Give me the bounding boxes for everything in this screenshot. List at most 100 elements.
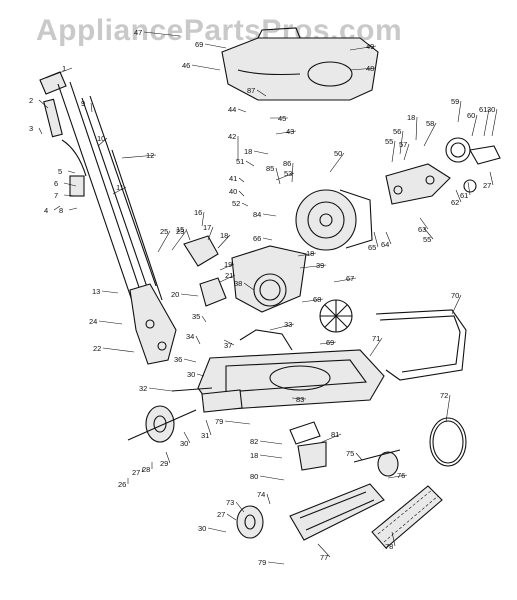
callout-c30d: 30 bbox=[198, 524, 206, 533]
callout-leader-c39 bbox=[299, 264, 327, 269]
callout-c69a: 69 bbox=[195, 40, 203, 49]
callout-c21: 21 bbox=[225, 271, 233, 280]
callout-c43: 43 bbox=[286, 127, 294, 136]
callout-leader-c79b bbox=[267, 561, 285, 565]
callout-leader-c70 bbox=[451, 294, 462, 315]
callout-leader-c3 bbox=[38, 127, 43, 135]
callout-leader-c50 bbox=[329, 152, 345, 173]
hood-cover bbox=[221, 27, 379, 101]
callout-leader-c69a bbox=[204, 43, 227, 49]
callout-c17: 17 bbox=[203, 223, 211, 232]
callout-leader-c9 bbox=[90, 102, 93, 113]
callout-c82: 82 bbox=[250, 437, 258, 446]
callout-c35: 35 bbox=[192, 312, 200, 321]
callout-leader-c85 bbox=[275, 167, 281, 185]
callout-c1: 1 bbox=[62, 64, 66, 73]
callout-c29: 29 bbox=[160, 459, 168, 468]
callout-c51: 51 bbox=[236, 157, 244, 166]
callout-c13: 13 bbox=[92, 287, 100, 296]
callout-leader-c73 bbox=[235, 501, 245, 513]
callout-leader-c60 bbox=[471, 114, 478, 137]
callout-c53: 53 bbox=[284, 169, 292, 178]
callout-leader-c32 bbox=[148, 387, 173, 392]
callout-leader-c30a bbox=[183, 431, 191, 444]
callout-leader-c44 bbox=[237, 108, 247, 113]
callout-c83: 83 bbox=[296, 395, 304, 404]
callout-c6: 6 bbox=[54, 179, 58, 188]
callout-c45: 45 bbox=[278, 114, 286, 123]
callout-leader-c62 bbox=[455, 189, 462, 203]
callout-leader-c11 bbox=[112, 186, 127, 195]
callout-c23: 23 bbox=[176, 227, 184, 236]
callout-leader-c78 bbox=[391, 531, 396, 547]
brush-pulley bbox=[353, 449, 401, 477]
callout-leader-c72 bbox=[445, 394, 451, 423]
callout-leader-c82 bbox=[259, 440, 283, 445]
handle-bracket bbox=[129, 283, 177, 365]
callout-c71: 71 bbox=[372, 334, 380, 343]
callout-c86: 86 bbox=[283, 159, 291, 168]
callout-leader-c77 bbox=[317, 543, 331, 558]
callout-leader-c52 bbox=[241, 202, 249, 207]
callout-c26: 26 bbox=[118, 480, 126, 489]
callout-leader-c86 bbox=[291, 162, 294, 183]
drive-belt bbox=[429, 417, 467, 467]
callout-c8: 8 bbox=[59, 206, 63, 215]
bumper bbox=[375, 309, 467, 381]
callout-c9: 9 bbox=[81, 99, 85, 108]
callout-leader-c18a bbox=[217, 234, 231, 249]
callout-leader-c49 bbox=[349, 45, 377, 51]
callout-c84: 84 bbox=[253, 210, 261, 219]
callout-leader-c24 bbox=[98, 320, 123, 325]
callout-leader-c57 bbox=[403, 143, 410, 161]
callout-c59: 59 bbox=[451, 97, 459, 106]
callout-c42: 42 bbox=[228, 132, 236, 141]
callout-leader-c8 bbox=[68, 207, 78, 211]
callout-c56: 56 bbox=[393, 127, 401, 136]
callout-c64: 64 bbox=[381, 240, 389, 249]
callout-c10: 10 bbox=[97, 134, 105, 143]
callout-c65: 65 bbox=[368, 243, 376, 252]
callout-leader-c68 bbox=[301, 298, 324, 303]
callout-c62: 62 bbox=[451, 198, 459, 207]
motor bbox=[295, 189, 373, 251]
callout-leader-c79a bbox=[224, 420, 251, 425]
nozzle-plate bbox=[289, 483, 385, 541]
callout-leader-c58 bbox=[423, 122, 437, 147]
callout-leader-c84 bbox=[262, 213, 277, 217]
callout-leader-c75 bbox=[355, 452, 363, 461]
callout-leader-c22 bbox=[102, 347, 135, 353]
callout-c74: 74 bbox=[257, 490, 265, 499]
brushroll bbox=[371, 485, 443, 549]
callout-c30b: 30 bbox=[187, 370, 195, 379]
callout-c61b: 61 bbox=[460, 191, 468, 200]
callout-c41: 41 bbox=[229, 174, 237, 183]
callout-leader-c13 bbox=[101, 290, 119, 294]
callout-c20: 20 bbox=[171, 290, 179, 299]
callout-c7: 7 bbox=[54, 191, 58, 200]
rear-wheel bbox=[127, 405, 197, 443]
callout-c18a: 18 bbox=[220, 231, 228, 240]
callout-leader-c2 bbox=[38, 99, 49, 109]
callout-leader-c40 bbox=[238, 190, 245, 197]
callout-leader-c1 bbox=[45, 67, 73, 79]
callout-c60: 60 bbox=[467, 111, 475, 120]
callout-c63: 63 bbox=[418, 225, 426, 234]
callout-leader-c16 bbox=[201, 211, 205, 227]
axle-rod bbox=[171, 387, 213, 392]
callout-c77: 77 bbox=[320, 553, 328, 562]
callout-c18b: 18 bbox=[244, 147, 252, 156]
callout-leader-c56 bbox=[399, 130, 404, 155]
callout-c55b: 55 bbox=[423, 235, 431, 244]
callout-c55a: 55 bbox=[385, 137, 393, 146]
callout-leader-c55b bbox=[423, 227, 434, 240]
callout-c18c: 18 bbox=[306, 249, 314, 258]
callout-c27c: 27 bbox=[217, 510, 225, 519]
callout-c37: 37 bbox=[224, 341, 232, 350]
callout-leader-c27c bbox=[226, 513, 237, 521]
callout-leader-c48 bbox=[349, 67, 377, 71]
callout-c4: 4 bbox=[44, 206, 48, 215]
callout-leader-c23 bbox=[171, 230, 187, 251]
front-guard bbox=[201, 389, 243, 413]
callout-c24: 24 bbox=[89, 317, 97, 326]
